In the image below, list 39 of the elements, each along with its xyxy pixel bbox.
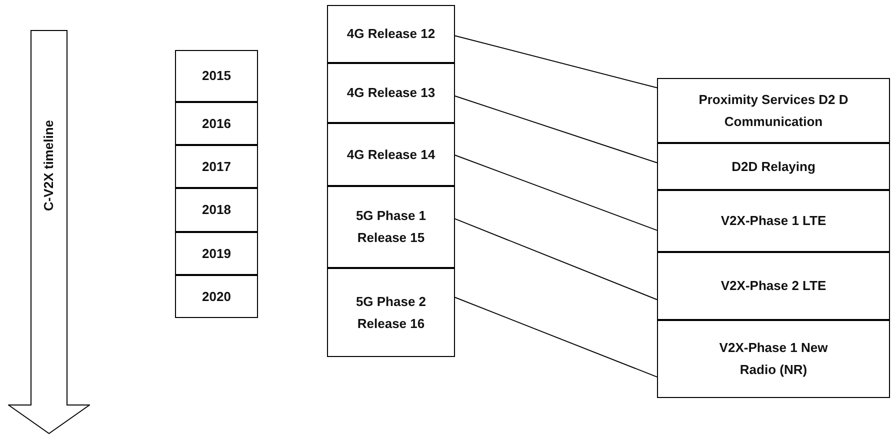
year-box (175, 145, 258, 188)
release-label: 4G Release 13 (346, 84, 436, 102)
release-box (327, 268, 455, 357)
feature-label: V2X-Phase 1 New Radio (NR) (718, 339, 829, 379)
release-label: 4G Release 12 (346, 25, 436, 43)
feature-box (657, 252, 890, 320)
year-label: 2017 (202, 158, 231, 176)
feature-box (657, 78, 890, 143)
feature-label: D2D Relaying (732, 158, 816, 176)
year-label: 2016 (202, 114, 231, 132)
feature-box (657, 320, 890, 398)
connector-line (454, 154, 658, 231)
feature-label: V2X-Phase 1 LTE (720, 212, 826, 230)
year-box (175, 188, 258, 232)
year-box (175, 275, 258, 318)
release-label: 5G Phase 1 Release 15 (354, 207, 428, 247)
connector-line (454, 96, 658, 164)
release-label: 4G Release 14 (346, 146, 436, 164)
year-label: 2019 (202, 244, 231, 262)
feature-label: V2X-Phase 2 LTE (720, 277, 826, 295)
year-box (175, 232, 258, 275)
feature-box (657, 190, 890, 252)
feature-label: Proximity Services D2 D Communication (698, 90, 850, 130)
release-box (327, 186, 455, 268)
connector-line (454, 296, 658, 378)
year-box (175, 50, 258, 102)
year-label: 2015 (202, 67, 231, 85)
feature-box (657, 143, 890, 190)
release-box (327, 123, 455, 186)
release-label: 5G Phase 2 Release 16 (354, 292, 428, 332)
year-box (175, 102, 258, 145)
timeline-label: C-V2X timeline (40, 120, 57, 212)
timeline-arrow (8, 30, 90, 434)
release-box (327, 5, 455, 63)
year-label: 2018 (202, 201, 231, 219)
connector-line (454, 35, 658, 88)
year-label: 2020 (202, 288, 231, 306)
connector-line (454, 218, 658, 300)
release-box (327, 63, 455, 123)
